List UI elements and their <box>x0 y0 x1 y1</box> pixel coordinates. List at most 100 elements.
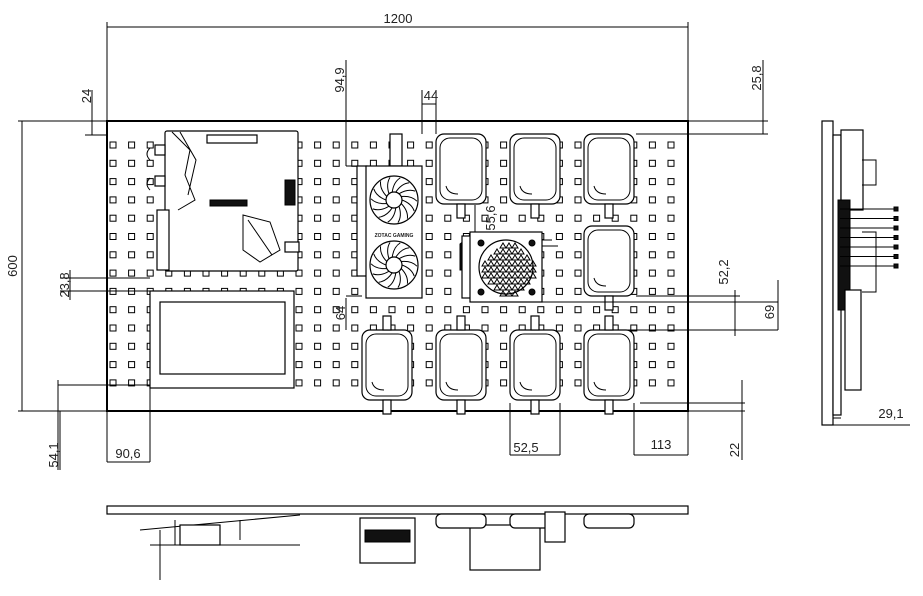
peg-hole <box>425 178 433 186</box>
peg-hole <box>295 306 303 314</box>
peg-hole <box>351 361 359 369</box>
dim-bottom-offset-right: 22 <box>727 443 742 457</box>
peg-hole <box>648 361 656 369</box>
peg-hole <box>667 342 675 350</box>
drive-mount <box>530 399 540 415</box>
peg-hole <box>314 342 322 350</box>
peg-hole <box>444 287 452 295</box>
peg-hole <box>574 342 582 350</box>
peg-hole <box>314 251 322 259</box>
peg-hole <box>128 141 136 149</box>
cable-connector <box>893 235 899 240</box>
peg-hole <box>146 233 154 240</box>
peg-hole <box>444 251 452 259</box>
peg-hole <box>481 306 489 314</box>
peg-hole <box>128 361 136 369</box>
peg-hole <box>593 214 601 222</box>
peg-hole <box>518 306 526 314</box>
peg-hole <box>425 287 433 295</box>
peg-hole <box>369 141 377 149</box>
dim-psu-offset: 55,6 <box>483 205 498 230</box>
dim-side-depth: 29,1 <box>878 406 903 421</box>
peg-hole <box>648 287 656 295</box>
peg-hole <box>574 233 582 240</box>
peg-hole <box>314 233 322 240</box>
dim-gpu-spacing: 64 <box>333 306 348 320</box>
peg-hole <box>500 196 508 204</box>
peg-hole <box>314 306 322 314</box>
peg-hole <box>648 214 656 222</box>
peg-hole <box>574 379 582 387</box>
peg-hole <box>109 342 117 350</box>
peg-hole <box>630 306 638 314</box>
peg-hole <box>667 379 675 387</box>
peg-hole <box>425 361 433 369</box>
peg-hole <box>314 324 322 332</box>
dim-hdd-pitch: 52,5 <box>513 440 538 455</box>
peg-hole <box>555 306 563 314</box>
bottom-view <box>106 505 689 580</box>
peg-hole <box>295 361 303 369</box>
peg-hole <box>481 324 489 332</box>
peg-hole <box>500 324 508 332</box>
peg-hole <box>109 379 117 387</box>
peg-hole <box>314 361 322 369</box>
peg-hole <box>630 214 638 222</box>
drive-mount <box>382 399 392 415</box>
peg-hole <box>369 306 377 314</box>
peg-hole <box>128 214 136 222</box>
peg-hole <box>500 306 508 314</box>
peg-hole <box>332 196 340 204</box>
cable-connector <box>893 216 899 221</box>
cable-connector <box>893 263 899 269</box>
peg-hole <box>425 159 433 167</box>
peg-hole <box>314 287 322 295</box>
peg-hole <box>500 379 508 387</box>
peg-hole <box>444 269 452 277</box>
peg-hole <box>128 269 136 277</box>
peg-hole <box>425 141 433 149</box>
peg-hole <box>109 141 117 149</box>
peg-hole <box>332 342 340 350</box>
peg-hole <box>109 269 117 277</box>
drive-mount <box>604 399 614 415</box>
hard-drives <box>361 133 635 415</box>
peg-hole <box>555 233 563 240</box>
peg-hole <box>109 159 117 167</box>
peg-hole <box>630 324 638 332</box>
peg-hole <box>128 324 136 332</box>
peg-hole <box>314 196 322 204</box>
peg-hole <box>462 306 470 314</box>
monitor <box>149 290 295 389</box>
peg-hole <box>574 159 582 167</box>
peg-hole <box>648 379 656 387</box>
peg-hole <box>425 251 433 259</box>
peg-hole <box>574 324 582 332</box>
peg-hole <box>109 324 117 332</box>
hard-drive <box>435 133 487 219</box>
peg-hole <box>351 342 359 350</box>
dim-overall-height: 600 <box>5 255 20 277</box>
hard-drive <box>435 315 487 401</box>
peg-hole <box>351 141 359 149</box>
peg-hole <box>109 251 117 259</box>
power-supply <box>459 231 558 303</box>
dim-monitor-offset: 23,8 <box>57 272 72 297</box>
peg-hole <box>648 159 656 167</box>
dim-top-offset-right: 25,8 <box>749 65 764 90</box>
peg-hole <box>444 306 452 314</box>
gpu-fan-icon <box>369 175 419 225</box>
peg-hole <box>332 361 340 369</box>
peg-hole <box>388 306 396 314</box>
peg-hole <box>667 306 675 314</box>
peg-hole <box>314 178 322 186</box>
peg-hole <box>109 361 117 369</box>
peg-hole <box>667 141 675 149</box>
peg-hole <box>332 214 340 222</box>
peg-hole <box>648 342 656 350</box>
dim-right-margin: 113 <box>651 437 672 452</box>
peg-hole <box>314 141 322 149</box>
peg-hole <box>667 287 675 295</box>
